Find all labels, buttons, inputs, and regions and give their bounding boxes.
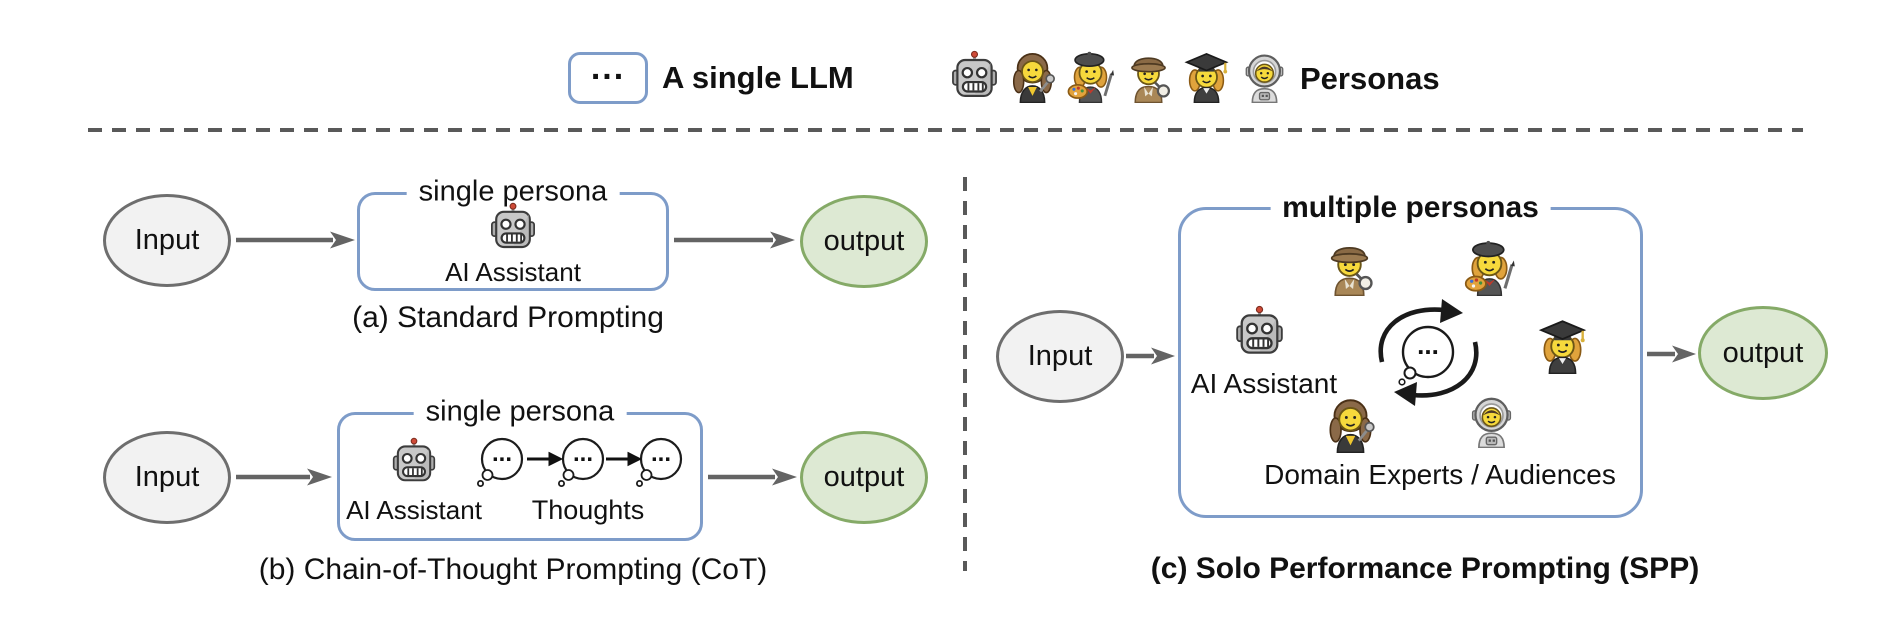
panel-c-arrow-in xyxy=(1126,347,1175,365)
panel-c-arrow-out xyxy=(1647,345,1696,363)
panel-a-arrow-out xyxy=(674,231,795,249)
thought-chain: ... ... ... xyxy=(477,437,683,488)
ellipsis-symbol: ... xyxy=(590,48,626,87)
robot-icon xyxy=(487,201,539,254)
panel-a-output-node: output xyxy=(800,195,928,288)
panel-c-agent-label: AI Assistant xyxy=(1190,368,1338,399)
robot-icon xyxy=(1232,304,1287,360)
panel-b-box-title: single persona xyxy=(413,396,627,429)
panel-b-output-label: output xyxy=(823,461,905,493)
panel-a-agent-label: AI Assistant xyxy=(445,257,581,287)
thought-dots: ... xyxy=(492,440,512,467)
panel-a-output-label: output xyxy=(823,225,905,257)
panel-c-caption: (c) Solo Performance Prompting (SPP) xyxy=(1150,552,1700,585)
robot-icon xyxy=(948,49,1001,103)
detective-icon xyxy=(1122,49,1175,103)
panel-a-caption: (a) Standard Prompting xyxy=(352,301,664,334)
panel-c-input-node: Input xyxy=(996,310,1124,403)
vertical-divider xyxy=(963,177,967,571)
detective-icon xyxy=(1321,238,1378,296)
singer-icon xyxy=(1322,395,1379,453)
panel-b-output-node: output xyxy=(800,431,928,524)
astronaut-icon xyxy=(1464,392,1519,448)
single-llm-box: ... xyxy=(568,48,648,104)
horizontal-divider xyxy=(88,128,1803,132)
astronaut-icon xyxy=(1238,49,1291,103)
thought-dots: ... xyxy=(651,440,671,467)
graduate-icon xyxy=(1534,316,1591,374)
panel-b-arrow-in xyxy=(236,468,332,486)
robot-icon xyxy=(389,436,439,487)
panel-c-output-node: output xyxy=(1698,306,1828,400)
artist-icon xyxy=(1064,49,1117,103)
panel-a-input-node: Input xyxy=(103,194,231,287)
panel-b-input-label: Input xyxy=(134,461,200,493)
singer-icon xyxy=(1006,49,1059,103)
panel-b-input-node: Input xyxy=(103,431,231,524)
panel-a-input-label: Input xyxy=(134,224,200,256)
single-llm-label: A single LLM xyxy=(662,60,854,95)
artist-icon xyxy=(1461,238,1518,296)
cycle-thought-dots: ... xyxy=(1417,330,1439,360)
iteration-cycle: ... xyxy=(1378,299,1479,406)
panel-c-experts-label: Domain Experts / Audiences xyxy=(1264,459,1616,490)
panel-b-agent-label: AI Assistant xyxy=(346,495,482,525)
panel-b-thoughts-label: Thoughts xyxy=(531,495,645,525)
panel-a-box-title: single persona xyxy=(406,176,620,209)
personas-label: Personas xyxy=(1300,61,1440,96)
panel-c-output-label: output xyxy=(1722,336,1804,369)
panel-c-box-title: multiple personas xyxy=(1270,190,1551,224)
panel-b-arrow-out xyxy=(708,468,797,486)
panel-b-caption: (b) Chain-of-Thought Prompting (CoT) xyxy=(258,553,768,586)
graduate-icon xyxy=(1180,49,1233,103)
thought-dots: ... xyxy=(573,440,593,467)
panel-c-input-label: Input xyxy=(1027,340,1093,372)
panel-a-arrow-in xyxy=(236,231,355,249)
